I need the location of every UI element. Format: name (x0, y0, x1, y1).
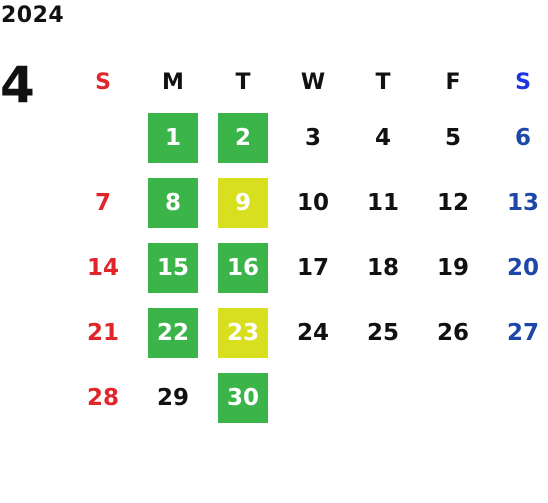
empty-day-cell (488, 365, 548, 430)
day-cell[interactable]: 2 (208, 105, 278, 170)
day-number: 15 (148, 242, 198, 293)
day-number: 27 (506, 319, 539, 346)
day-cell[interactable]: 3 (278, 105, 348, 170)
weekday-wed: W (300, 70, 326, 95)
day-number (428, 373, 478, 423)
empty-day-cell (348, 365, 418, 430)
day-cell[interactable]: 29 (138, 365, 208, 430)
day-number: 22 (148, 307, 198, 358)
empty-day-cell (418, 365, 488, 430)
day-cell[interactable]: 7 (68, 170, 138, 235)
day-number: 21 (86, 319, 119, 346)
weekday-sun: S (95, 70, 111, 95)
day-number: 3 (304, 124, 321, 151)
day-cell[interactable]: 26 (418, 300, 488, 365)
day-number: 16 (218, 242, 268, 293)
day-cell[interactable]: 25 (348, 300, 418, 365)
day-cell[interactable]: 1 (138, 105, 208, 170)
day-cell[interactable]: 17 (278, 235, 348, 300)
day-cell[interactable]: 10 (278, 170, 348, 235)
day-cell[interactable]: 5 (418, 105, 488, 170)
day-number: 24 (296, 319, 329, 346)
day-number: 23 (218, 307, 268, 358)
weekday-tue: T (235, 70, 251, 95)
day-cell[interactable]: 24 (278, 300, 348, 365)
day-number: 5 (444, 124, 461, 151)
day-cell[interactable]: 21 (68, 300, 138, 365)
day-number (78, 113, 128, 163)
day-cell[interactable]: 18 (348, 235, 418, 300)
day-number: 2 (218, 112, 268, 163)
empty-day-cell (278, 365, 348, 430)
weekday-thu: T (375, 70, 391, 95)
day-number: 25 (366, 319, 399, 346)
day-number: 19 (436, 254, 469, 281)
day-cell[interactable]: 22 (138, 300, 208, 365)
day-number (288, 373, 338, 423)
day-cell[interactable]: 30 (208, 365, 278, 430)
day-number (498, 373, 548, 423)
day-number: 28 (86, 384, 119, 411)
month-label: 4 (0, 56, 35, 114)
day-cell[interactable]: 8 (138, 170, 208, 235)
day-number: 30 (218, 372, 268, 423)
day-number: 8 (148, 177, 198, 228)
year-label: 2024 (1, 3, 65, 28)
day-cell[interactable]: 15 (138, 235, 208, 300)
day-cell[interactable]: 20 (488, 235, 548, 300)
day-number: 26 (436, 319, 469, 346)
day-cell[interactable]: 11 (348, 170, 418, 235)
empty-day-cell (68, 105, 138, 170)
day-cell[interactable]: 13 (488, 170, 548, 235)
day-number: 29 (156, 384, 189, 411)
day-number: 18 (366, 254, 399, 281)
day-cell[interactable]: 16 (208, 235, 278, 300)
day-number: 1 (148, 112, 198, 163)
day-number: 9 (218, 177, 268, 228)
day-number: 10 (296, 189, 329, 216)
day-number: 4 (374, 124, 391, 151)
day-number: 17 (296, 254, 329, 281)
weekday-fri: F (445, 70, 461, 95)
day-number (358, 373, 408, 423)
day-number: 12 (436, 189, 469, 216)
day-number: 11 (366, 189, 399, 216)
day-cell[interactable]: 28 (68, 365, 138, 430)
day-cell[interactable]: 4 (348, 105, 418, 170)
day-cell[interactable]: 14 (68, 235, 138, 300)
day-cell[interactable]: 23 (208, 300, 278, 365)
day-number: 14 (86, 254, 119, 281)
day-number: 7 (94, 189, 111, 216)
day-number: 13 (506, 189, 539, 216)
day-number: 6 (514, 124, 531, 151)
day-cell[interactable]: 27 (488, 300, 548, 365)
day-number: 20 (506, 254, 539, 281)
day-cell[interactable]: 19 (418, 235, 488, 300)
day-cell[interactable]: 9 (208, 170, 278, 235)
day-cell[interactable]: 12 (418, 170, 488, 235)
day-cell[interactable]: 6 (488, 105, 548, 170)
weekday-sat: S (515, 70, 531, 95)
weekday-mon: M (162, 70, 184, 95)
